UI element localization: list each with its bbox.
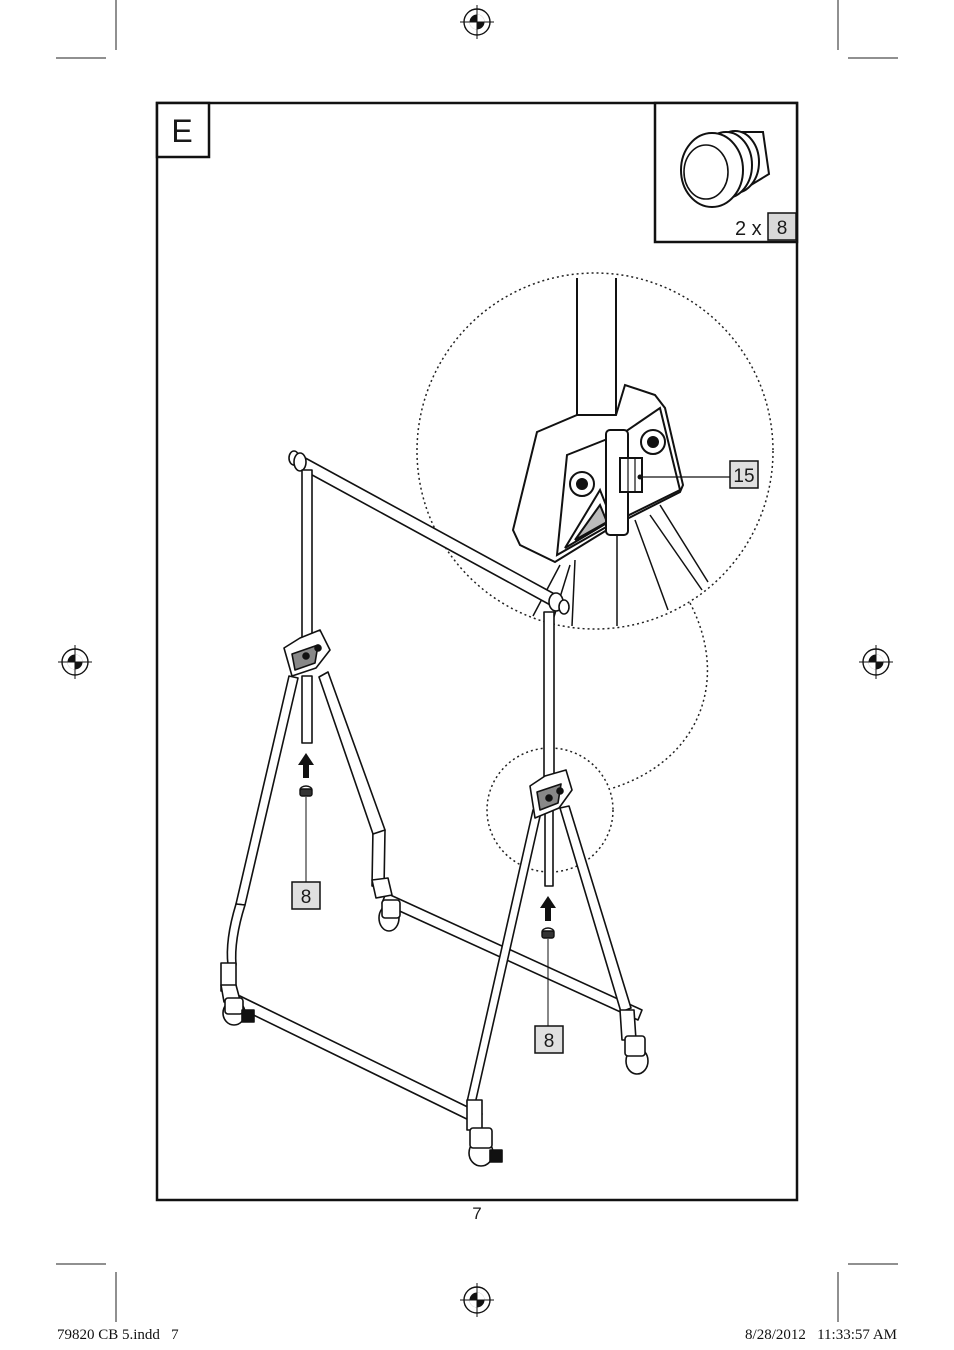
registration-mark-bottom (460, 1283, 494, 1317)
crop-marks (56, 0, 898, 1322)
parts-inset: 2 x 8 (653, 101, 799, 244)
right-end-cap (541, 927, 555, 939)
registration-mark-top (460, 5, 494, 39)
part-number: 8 (777, 218, 788, 239)
step-frame (155, 101, 799, 1202)
part-number-box (767, 212, 797, 241)
part-label-8-left-text: 8 (301, 887, 312, 908)
part-label-15-text: 15 (733, 466, 754, 487)
registration-mark-left (58, 645, 92, 679)
page-number: 7 (472, 1204, 481, 1223)
left-end-cap (299, 785, 313, 797)
connector-detail (511, 278, 709, 627)
callout-part-15: 15 (637, 460, 759, 489)
right-insert-arrow (540, 896, 556, 921)
garment-rack (220, 450, 649, 1167)
quantity-label: 2 x (735, 218, 762, 240)
part-label-8-left (291, 881, 321, 910)
part-label-8-right (534, 1025, 564, 1054)
part-label-15 (729, 460, 759, 489)
part-label-8-right-text: 8 (544, 1031, 555, 1052)
step-letter: E (171, 113, 192, 149)
detail-circles (416, 272, 774, 873)
left-insert-arrow (298, 753, 314, 778)
end-cap-icon (680, 130, 771, 208)
step-label-box: E (155, 101, 211, 159)
footer-timestamp: 8/28/2012 11:33:57 AM (745, 1327, 897, 1343)
footer-file-info: 79820 CB 5.indd 7 (57, 1327, 179, 1343)
registration-mark-right (859, 645, 893, 679)
